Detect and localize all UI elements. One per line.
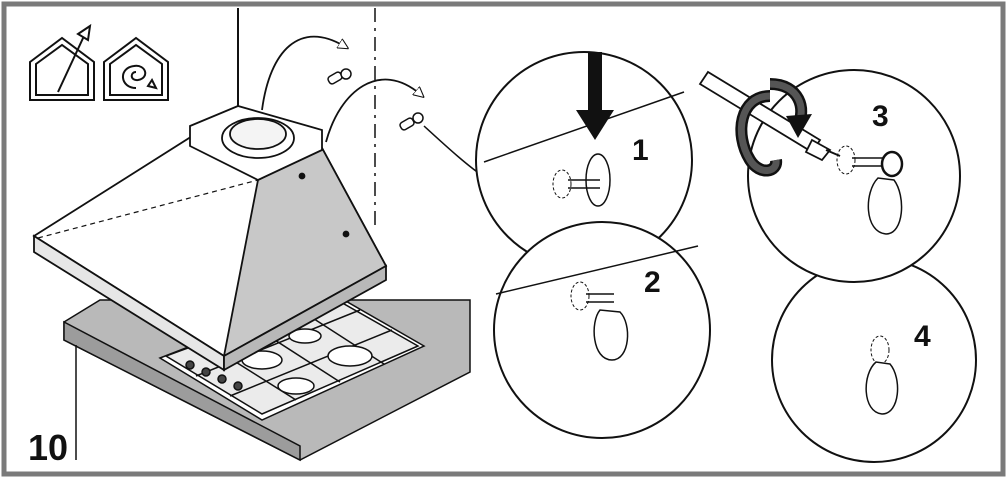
rotation-arrow-icon	[735, 78, 812, 177]
screw-direction-arrows	[261, 35, 420, 143]
step-label-2: 2	[644, 266, 661, 299]
cooker-hood	[32, 105, 388, 372]
screw	[327, 68, 352, 85]
figure-number: 10	[28, 427, 68, 468]
screwdriver-icon	[698, 70, 841, 162]
screw	[399, 112, 424, 131]
step-label-1: 1	[632, 134, 649, 167]
detail-circle-1: 1	[475, 51, 693, 269]
recirculation-house-icon	[103, 36, 169, 101]
detail-circle-2: 2	[493, 221, 711, 439]
step-label-3: 3	[872, 100, 889, 133]
detail-circle-4: 4	[771, 257, 977, 463]
detail-circle-3: 3	[747, 69, 961, 283]
step-label-4: 4	[914, 320, 931, 353]
extraction-house-icon	[29, 23, 95, 101]
